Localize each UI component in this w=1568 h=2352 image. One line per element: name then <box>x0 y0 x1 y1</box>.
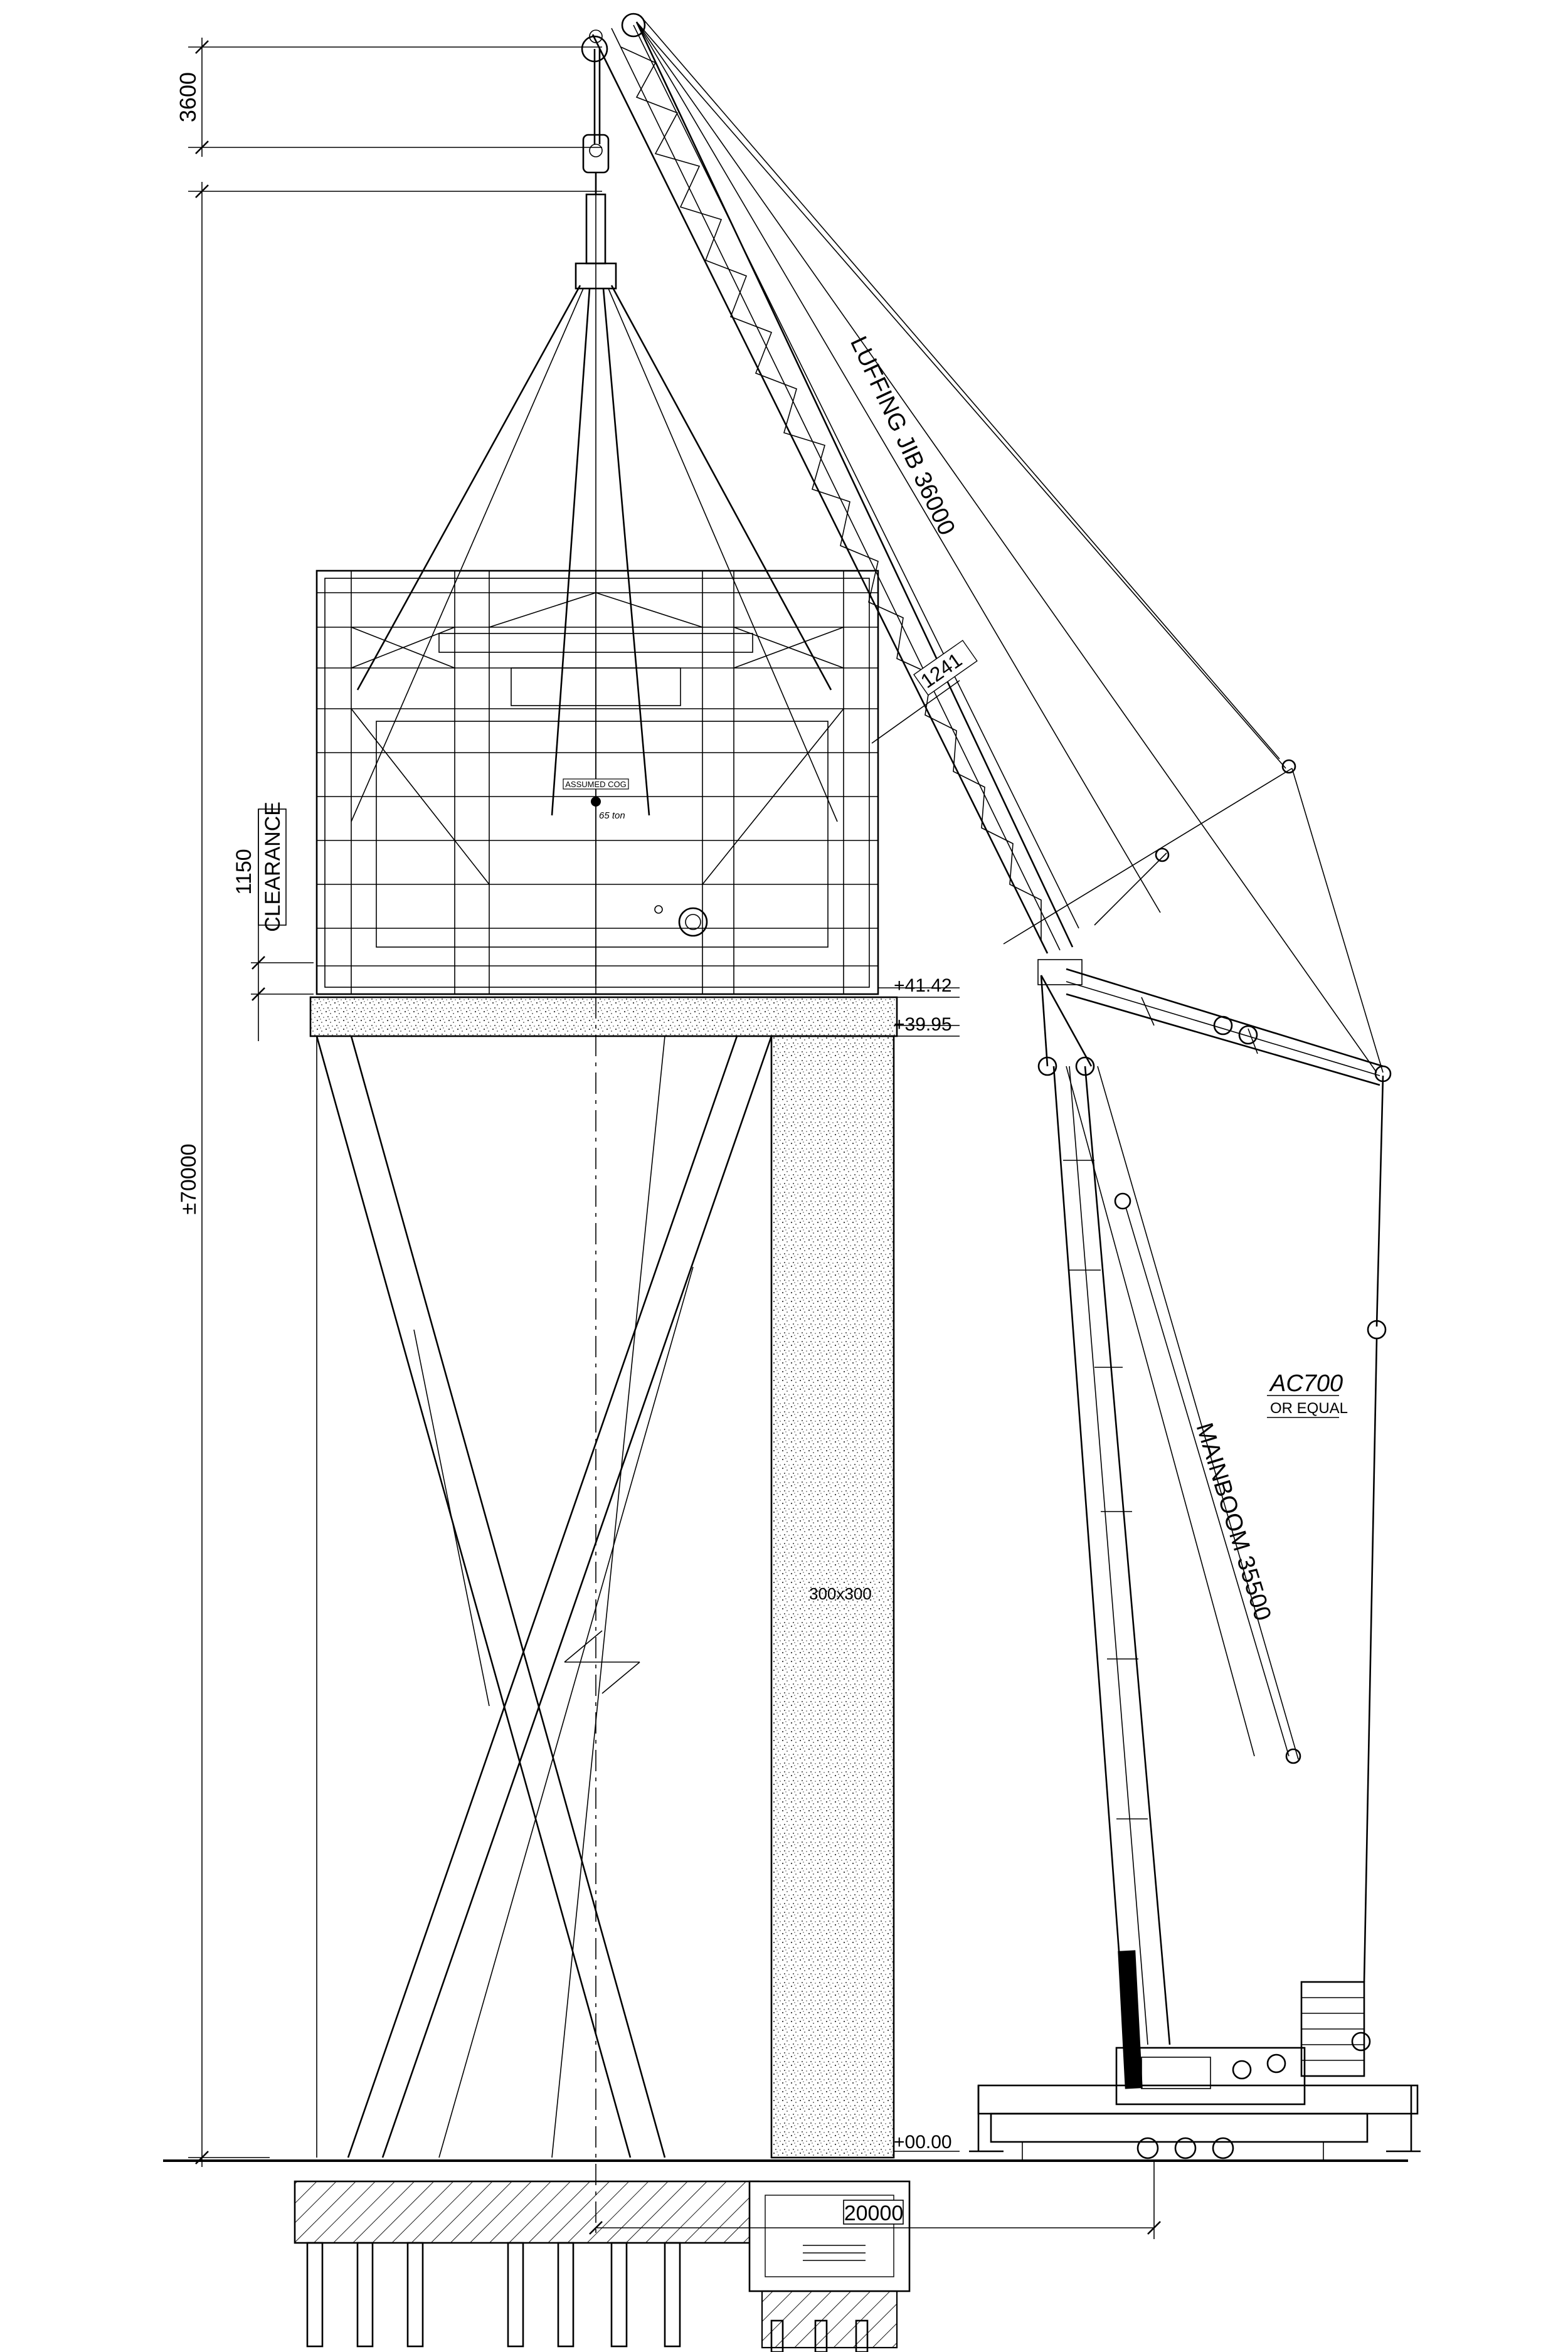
dimension-clearance-value: 1150 <box>232 849 256 894</box>
crane-carrier <box>969 1981 1421 2161</box>
jib-pendant-lines <box>633 18 1377 1073</box>
level-top-of-support: +41.42 <box>878 975 960 998</box>
level-top-of-support-label: +41.42 <box>894 975 952 996</box>
dimension-total-height: ±70000 <box>177 182 602 2167</box>
level-top-of-pedestal-label: +39.95 <box>894 1014 952 1035</box>
rigging-slings <box>351 285 838 822</box>
dimension-radius-label: 20000 <box>844 2201 904 2225</box>
tower-cross-bracing <box>315 1036 773 2158</box>
jib-strut <box>1066 768 1392 1086</box>
crane-equal-label: OR EQUAL <box>1270 1400 1348 1417</box>
boom-hydraulic-cylinder <box>1118 1950 1143 2089</box>
dimension-clearance: 1150 CLEARANCE <box>232 802 314 1041</box>
load-weight-label: 65 ton <box>599 810 625 821</box>
cog-marker <box>591 797 601 807</box>
jib-offset-dimension: 1241 <box>871 640 978 744</box>
luffing-jib-label: LUFFING JIB 36000 <box>845 332 960 539</box>
foundation <box>294 2180 911 2349</box>
mainboom-backstay <box>1097 1066 1299 1760</box>
dimension-radius: 20000 <box>589 2161 1161 2239</box>
level-ground-label: +00.00 <box>894 2132 952 2153</box>
cog-label: ASSUMED COG <box>565 780 627 789</box>
level-ground: +00.00 <box>894 2132 960 2153</box>
dimension-top-gap-label: 3600 <box>175 72 201 122</box>
dimension-top-gap: 3600 <box>175 38 602 157</box>
column-size-label: 300x300 <box>809 1584 872 1603</box>
concrete-column: 300x300 <box>770 1035 895 2159</box>
concrete-pedestal <box>309 996 898 1037</box>
main-boom-label: MAINBOOM 35500 <box>1191 1420 1276 1624</box>
main-boom <box>1037 959 1290 2045</box>
foundation-piles <box>306 2242 869 2352</box>
luffing-jib <box>589 13 1074 954</box>
backstay-pendant <box>1363 1075 1387 1983</box>
load-module: ASSUMED COG 65 ton <box>315 569 879 995</box>
backstay-sheave <box>1285 1748 1301 1764</box>
dimension-total-height-label: ±70000 <box>177 1143 201 1214</box>
level-top-of-pedestal: +39.95 <box>894 1014 960 1037</box>
crane-model-label: AC700 <box>1269 1370 1343 1397</box>
crane-model-box: AC700 OR EQUAL <box>1267 1370 1348 1418</box>
dimension-clearance-label: CLEARANCE <box>261 802 285 932</box>
